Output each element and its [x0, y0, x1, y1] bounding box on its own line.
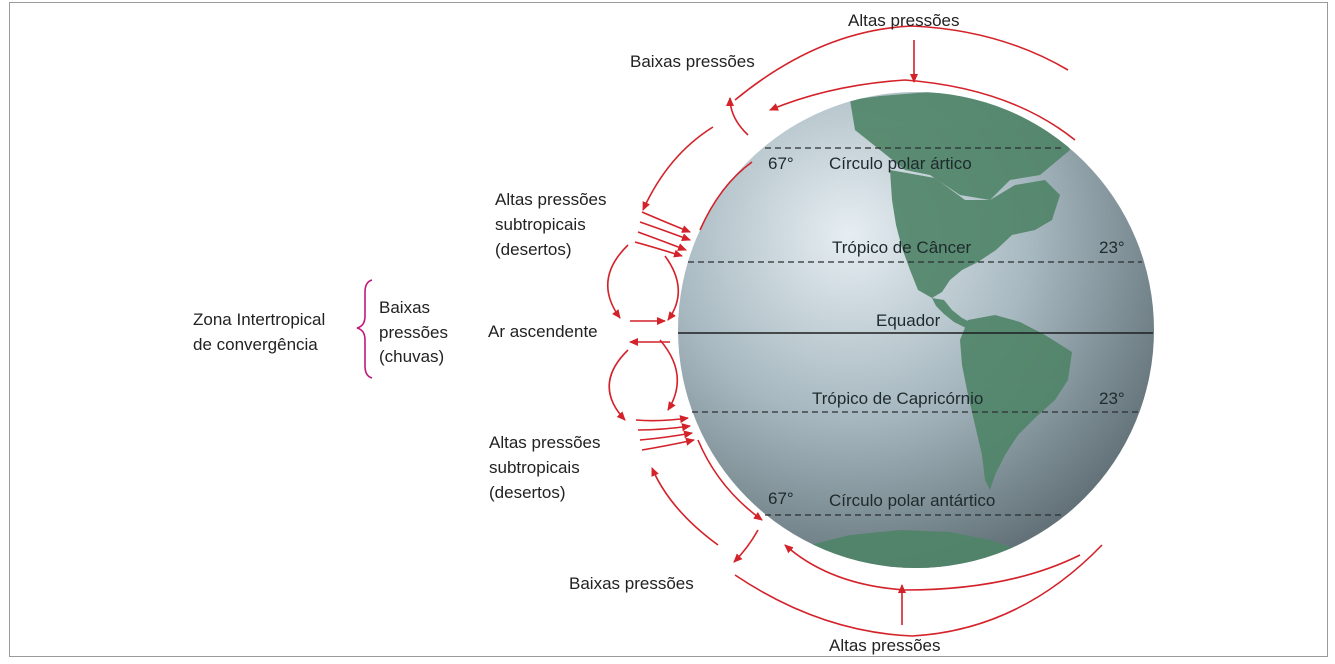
flow-s-3 — [639, 430, 693, 441]
itcz-pressure-line2: pressões — [379, 323, 448, 342]
flow-n-3 — [637, 231, 687, 251]
arc-hadley-south-left — [608, 349, 629, 421]
central-america — [932, 298, 970, 328]
flow-n-1 — [641, 211, 691, 233]
equator-label: Equador — [876, 311, 941, 330]
antarctic-degree: 67° — [768, 489, 794, 508]
arctic-circle-label: Círculo polar ártico — [829, 154, 972, 173]
flow-s-1 — [635, 415, 689, 424]
tropic-capricorn-label: Trópico de Capricórnio — [812, 389, 983, 408]
subtropical-high-south-line3: (desertos) — [489, 483, 566, 502]
itcz-pressure-line3: (chuvas) — [379, 347, 444, 366]
top-high-pressure-label: Altas pressões — [848, 11, 960, 30]
arc-hadley-north-right — [664, 255, 680, 321]
arc-hadley-north-left — [607, 244, 629, 319]
arc-ferrel-south-inner — [697, 439, 763, 521]
arc-hadley-south-right — [659, 339, 679, 411]
circulation-arrows — [607, 25, 1103, 637]
flow-n-2 — [639, 221, 691, 241]
south-america — [960, 315, 1072, 490]
flow-s-2 — [637, 423, 691, 432]
top-low-pressure-label: Baixas pressões — [630, 52, 755, 71]
subtropical-high-north-line3: (desertos) — [495, 240, 572, 259]
arc-ferrel-south — [651, 467, 719, 546]
tropic-cancer-label: Trópico de Câncer — [832, 238, 972, 257]
itcz-label-line2: de convergência — [193, 335, 318, 354]
arc-north-inner — [769, 79, 1076, 141]
continents — [810, 92, 1072, 568]
arc-north-outer — [734, 25, 1069, 101]
subtropical-high-north-line2: subtropicais — [495, 215, 586, 234]
flow-n-4 — [634, 241, 683, 258]
cancer-degree: 23° — [1099, 238, 1125, 257]
globe — [678, 92, 1154, 568]
arc-ferrel-north-inner — [699, 161, 753, 231]
subtropical-high-north-line1: Altas pressões — [495, 190, 607, 209]
arrow-north-low-up — [726, 97, 749, 136]
frame-border — [9, 2, 1328, 657]
bottom-low-pressure-label: Baixas pressões — [569, 574, 694, 593]
subtropical-high-south-line2: subtropicais — [489, 458, 580, 477]
flow-s-4 — [641, 437, 695, 451]
itcz-pressure-line1: Baixas — [379, 298, 430, 317]
subtropical-high-south-line1: Altas pressões — [489, 433, 601, 452]
arc-south-outer — [734, 544, 1103, 637]
bottom-high-pressure-label: Altas pressões — [829, 636, 941, 655]
itcz-brace — [356, 279, 373, 379]
itcz-label-line1: Zona Intertropical — [193, 310, 325, 329]
north-america — [890, 170, 1060, 298]
arc-ferrel-north — [642, 126, 714, 211]
arctic-degree: 67° — [768, 154, 794, 173]
ascending-air-label: Ar ascendente — [488, 322, 598, 341]
antarctic-circle-label: Círculo polar antártico — [829, 491, 995, 510]
capricorn-degree: 23° — [1099, 389, 1125, 408]
north-polar-land — [850, 92, 1070, 200]
arrow-south-low-down — [733, 529, 759, 563]
